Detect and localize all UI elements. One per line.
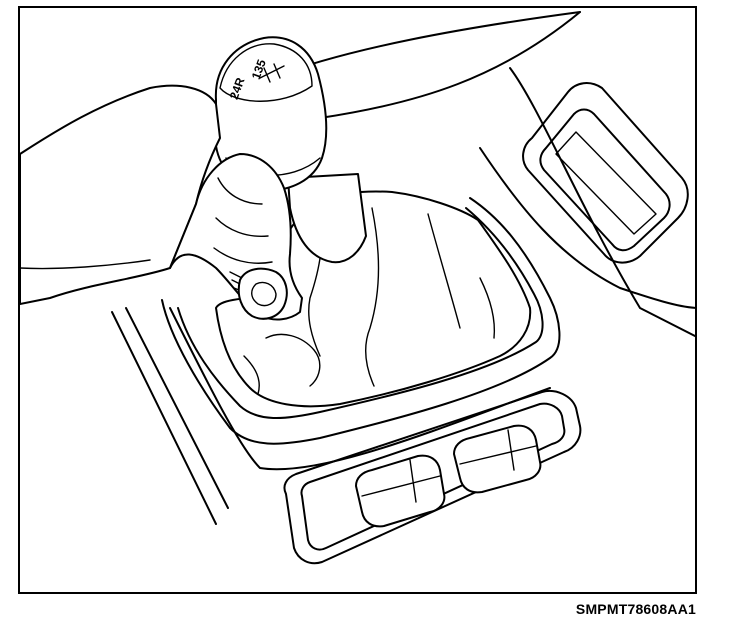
- upper-pocket-inner: [539, 108, 671, 252]
- figure-code-label: SMPMT78608AA1: [575, 601, 696, 617]
- window-switch-right: [453, 424, 542, 494]
- window-switch-left-rocker: [361, 475, 441, 497]
- shift-pattern-top-row: 135: [249, 57, 269, 81]
- boot-bezel-outer: [161, 197, 561, 445]
- switch-panel-outer: [283, 390, 582, 565]
- thumb: [237, 267, 288, 320]
- window-switch-left: [355, 454, 446, 528]
- console-side-panel: [509, 67, 695, 338]
- console-left-edge: [111, 311, 217, 525]
- forearm-crease: [20, 259, 151, 270]
- forearm: [20, 84, 221, 305]
- finger-curl-2: [215, 217, 269, 237]
- console-side-panel-inner: [479, 147, 695, 309]
- boot-fold-2: [364, 207, 380, 387]
- shift-lever: [287, 173, 367, 264]
- boot-fold-6: [479, 277, 496, 339]
- boot-fold-4: [265, 333, 321, 387]
- finger-curl-1: [217, 177, 263, 205]
- shift-knob-top: [219, 43, 313, 102]
- window-switch-right-rocker: [459, 445, 537, 465]
- upper-pocket-recess: [555, 131, 657, 235]
- thumbnail: [251, 281, 277, 307]
- upper-pocket-outer: [522, 82, 689, 264]
- console-left-edge-2: [125, 307, 229, 509]
- illustration-frame: 135 24R: [18, 6, 697, 594]
- shift-pattern-gate-icon: [259, 63, 285, 83]
- dashboard-lower-edge: [319, 11, 581, 119]
- shift-boot-removal-illustration: 135 24R: [20, 11, 695, 565]
- console-base-step: [169, 307, 551, 471]
- boot-fold-5: [243, 355, 260, 395]
- switch-panel-inner: [300, 402, 566, 551]
- window-switch-right-edge: [507, 429, 515, 471]
- boot-bezel-inner: [177, 207, 544, 419]
- finger-curl-3: [213, 247, 273, 264]
- window-switch-left-edge: [409, 459, 417, 503]
- boot-fold-3: [427, 213, 461, 329]
